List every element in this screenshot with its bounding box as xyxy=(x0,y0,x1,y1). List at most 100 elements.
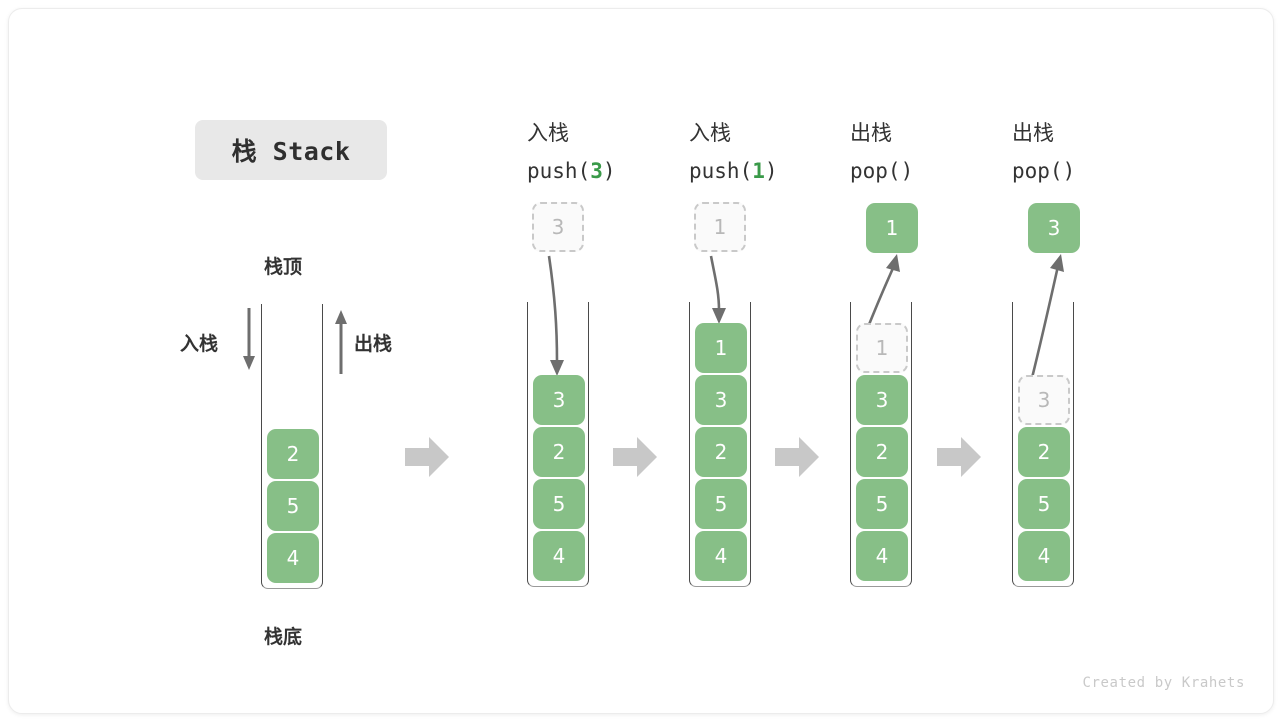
code-value: 1 xyxy=(752,159,765,183)
stack-slot: 3 xyxy=(695,375,747,425)
stack-slot: 3 xyxy=(533,375,585,425)
stack-slot: 2 xyxy=(267,429,319,479)
stack-slot: 5 xyxy=(695,479,747,529)
stack-item: 5 xyxy=(856,479,908,529)
watermark-credit: Created by Krahets xyxy=(1082,675,1245,691)
stack-slot: 5 xyxy=(533,479,585,529)
stage-pop-1: 出栈 pop() 1 1 3 2 5 4 xyxy=(850,114,918,594)
stack-slot: 5 xyxy=(1018,479,1070,529)
diagram-title-chip: 栈 Stack xyxy=(195,120,387,180)
stack-item: 1 xyxy=(695,323,747,373)
stack-slot: 4 xyxy=(856,531,908,581)
diagram-title: 栈 Stack xyxy=(231,137,351,166)
initial-stack-group: 栈顶 入栈 出栈 2 5 4 xyxy=(169,244,429,654)
stack-item: 2 xyxy=(267,429,319,479)
stage-transition-arrow-icon xyxy=(613,437,657,477)
stage-operation-code: pop() xyxy=(850,152,913,190)
initial-stack-container: 2 5 4 xyxy=(261,304,323,589)
stack-item-ghost: 1 xyxy=(694,202,746,252)
stack-item: 2 xyxy=(533,427,585,477)
stack-item: 5 xyxy=(267,481,319,531)
stage-pop-3: 出栈 pop() 3 3 2 5 4 xyxy=(1012,114,1080,594)
stack-item-ghost: 1 xyxy=(856,323,908,373)
stack-slot: 4 xyxy=(695,531,747,581)
floating-element: 3 xyxy=(532,202,584,252)
stage-operation-label: 入栈 push(1) xyxy=(689,114,778,190)
popped-item: 1 xyxy=(866,203,918,253)
push-side-label: 入栈 xyxy=(180,333,219,355)
stack-slot: 4 xyxy=(1018,531,1070,581)
stack-item: 4 xyxy=(267,533,319,583)
stack-bottom-label: 栈底 xyxy=(264,626,303,648)
stage-transition-arrow-icon xyxy=(405,437,449,477)
stack-slot: 4 xyxy=(267,533,319,583)
stack-item: 3 xyxy=(533,375,585,425)
code-suffix: ) xyxy=(1062,159,1076,183)
floating-element: 3 xyxy=(1028,203,1080,253)
stage-stack-container: 1 3 2 5 4 xyxy=(689,302,751,587)
stack-slot: 3 xyxy=(1018,375,1070,425)
stage-operation-label: 入栈 push(3) xyxy=(527,114,616,190)
code-suffix: ) xyxy=(900,159,914,183)
stage-transition-arrow-icon xyxy=(937,437,981,477)
stack-slot: 3 xyxy=(856,375,908,425)
stack-slot: 2 xyxy=(1018,427,1070,477)
code-prefix: push( xyxy=(527,159,591,183)
stack-item: 5 xyxy=(695,479,747,529)
stack-slot: 4 xyxy=(533,531,585,581)
code-value: 3 xyxy=(590,159,603,183)
push-motion-arrow-icon xyxy=(547,255,564,376)
stage-operation-cn: 出栈 xyxy=(1012,121,1054,145)
stack-slot: 5 xyxy=(267,481,319,531)
floating-element: 1 xyxy=(866,203,918,253)
stack-slot: 2 xyxy=(856,427,908,477)
pop-up-arrow-icon xyxy=(335,310,347,374)
code-suffix: ) xyxy=(764,159,778,183)
stage-operation-label: 出栈 pop() xyxy=(1012,114,1075,190)
stage-transition-arrow-icon xyxy=(775,437,819,477)
stage-operation-code: pop() xyxy=(1012,152,1075,190)
stage-stack-container: 1 3 2 5 4 xyxy=(850,302,912,587)
stage-stack-container: 3 2 5 4 xyxy=(1012,302,1074,587)
code-prefix: pop( xyxy=(1012,159,1063,183)
stage-operation-label: 出栈 pop() xyxy=(850,114,913,190)
stack-slot: 1 xyxy=(695,323,747,373)
stack-item: 2 xyxy=(695,427,747,477)
stack-item: 3 xyxy=(695,375,747,425)
stack-item: 4 xyxy=(856,531,908,581)
stage-operation-code: push(3) xyxy=(527,152,616,190)
push-motion-arrow-icon xyxy=(709,255,726,324)
stack-slot: 5 xyxy=(856,479,908,529)
stack-item: 4 xyxy=(1018,531,1070,581)
stage-operation-cn: 入栈 xyxy=(689,121,731,145)
stack-slot: 2 xyxy=(695,427,747,477)
initial-stack-items: 2 5 4 xyxy=(262,304,324,589)
stack-slot: 2 xyxy=(533,427,585,477)
pop-side-label: 出栈 xyxy=(354,333,393,355)
stage-operation-code: push(1) xyxy=(689,152,778,190)
stack-item: 2 xyxy=(856,427,908,477)
pop-motion-arrow-icon xyxy=(1028,254,1064,387)
floating-element: 1 xyxy=(694,202,746,252)
stack-item: 5 xyxy=(1018,479,1070,529)
stack-item: 4 xyxy=(533,531,585,581)
diagram-canvas: 栈 Stack 栈顶 入栈 出栈 2 5 xyxy=(8,8,1274,714)
stage-push-1: 入栈 push(1) 1 1 3 2 5 4 xyxy=(689,114,778,594)
stack-item: 3 xyxy=(856,375,908,425)
stack-item-ghost: 3 xyxy=(1018,375,1070,425)
code-prefix: pop( xyxy=(850,159,901,183)
stage-operation-cn: 出栈 xyxy=(850,121,892,145)
popped-item: 3 xyxy=(1028,203,1080,253)
stack-item: 2 xyxy=(1018,427,1070,477)
stack-slot: 1 xyxy=(856,323,908,373)
push-down-arrow-icon xyxy=(243,308,255,370)
stack-item: 4 xyxy=(695,531,747,581)
code-prefix: push( xyxy=(689,159,753,183)
stack-item: 5 xyxy=(533,479,585,529)
stack-item-ghost: 3 xyxy=(532,202,584,252)
stage-operation-cn: 入栈 xyxy=(527,121,569,145)
stage-stack-container: 3 2 5 4 xyxy=(527,302,589,587)
stage-push-3: 入栈 push(3) 3 3 2 5 4 xyxy=(527,114,616,594)
code-suffix: ) xyxy=(602,159,616,183)
stack-top-label: 栈顶 xyxy=(264,256,303,278)
